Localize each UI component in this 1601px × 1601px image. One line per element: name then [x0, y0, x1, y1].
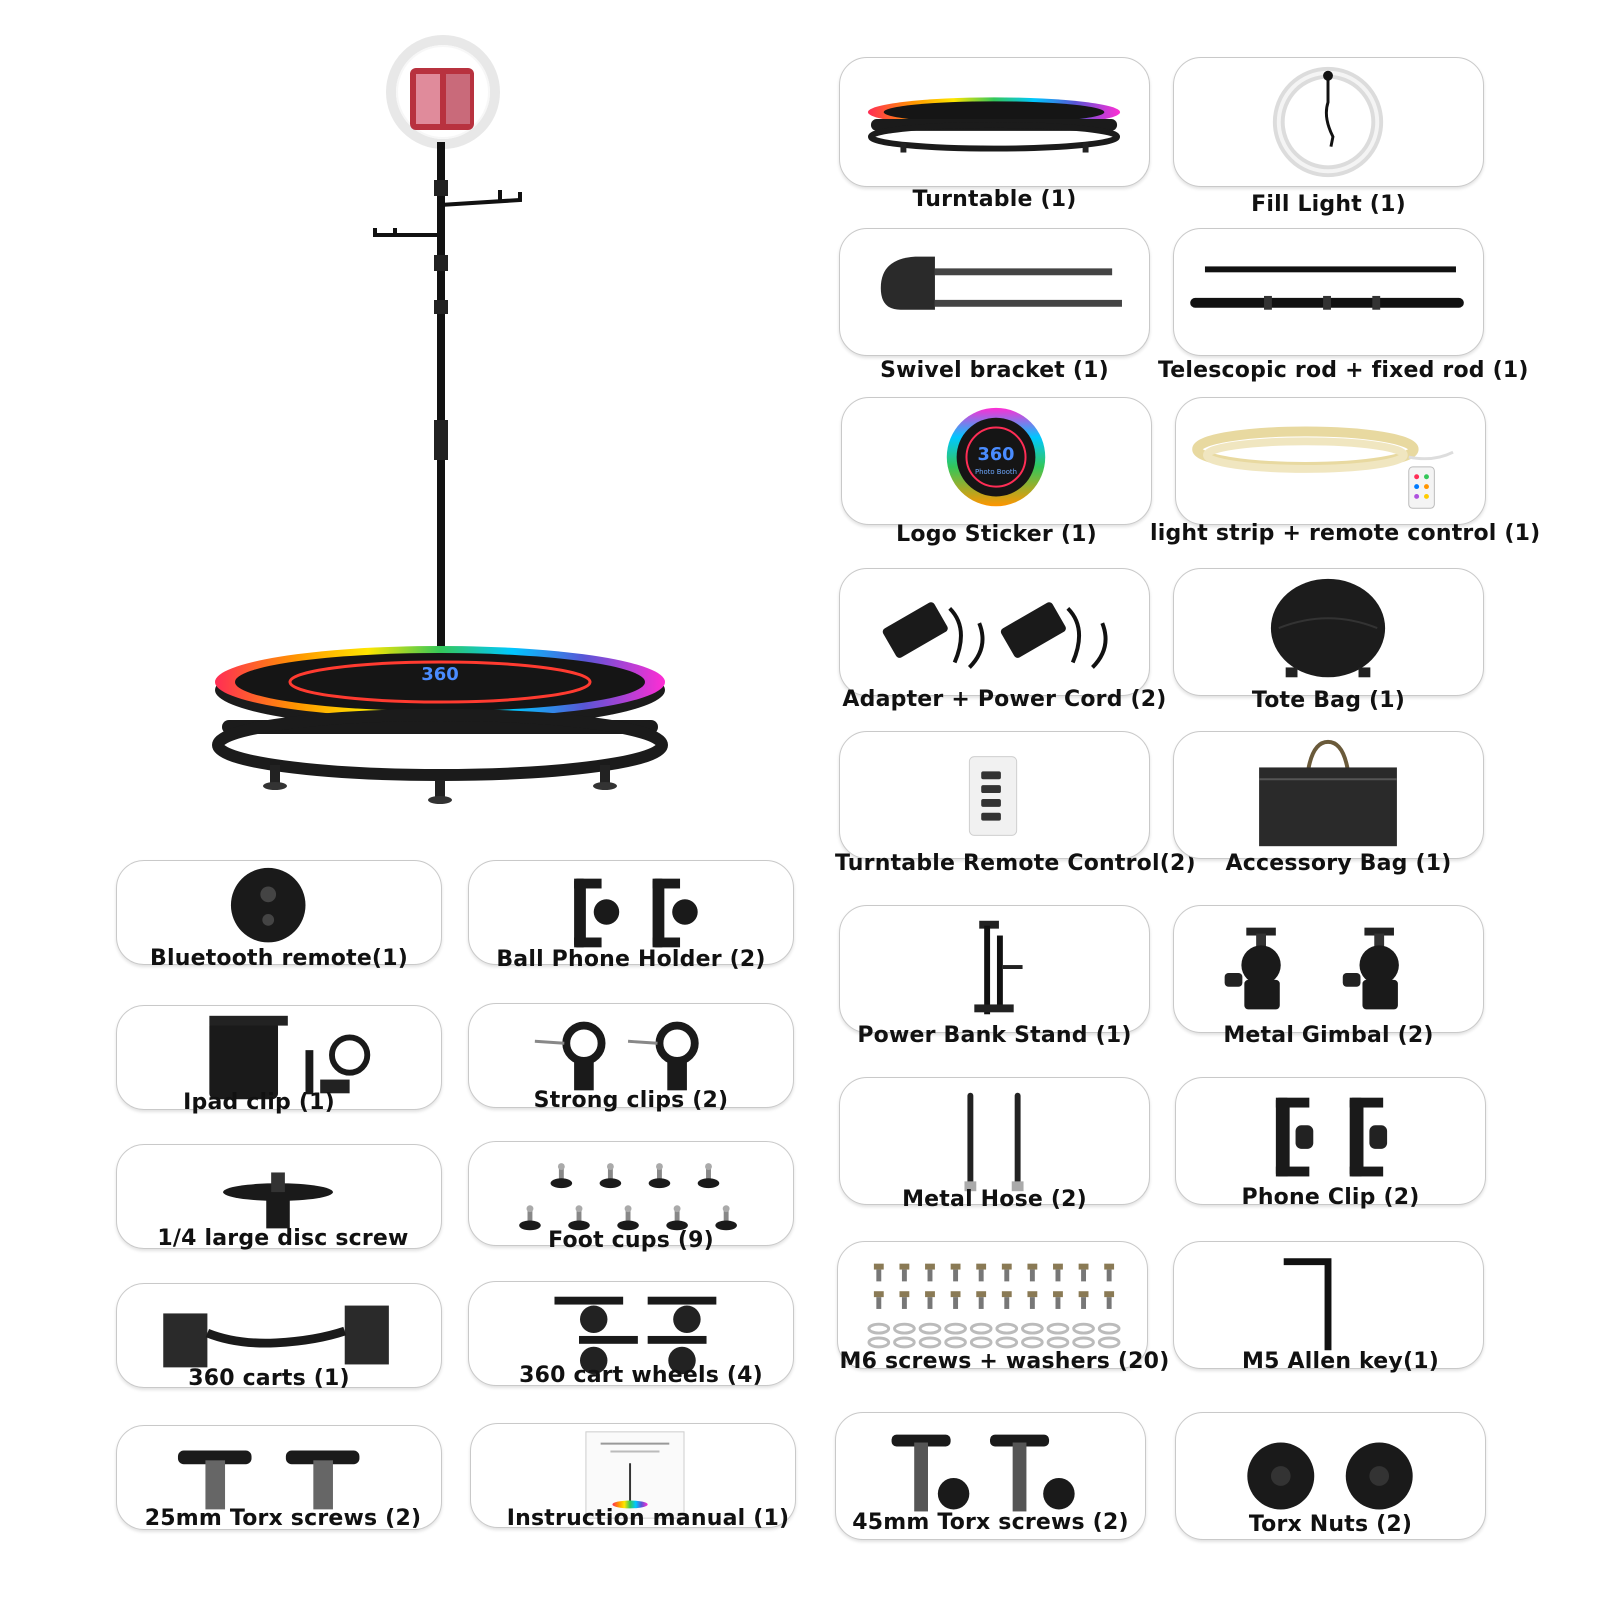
m5-allen-key-label: M5 Allen key(1) [1242, 1349, 1439, 1374]
m6-screws-icon [867, 1263, 1121, 1349]
accessory-bag-label: Accessory Bag (1) [1225, 851, 1452, 876]
tote-bag-icon [1270, 578, 1386, 678]
swivel-bracket-icon [880, 256, 1122, 310]
metal-hose-label: Metal Hose (2) [902, 1187, 1087, 1212]
telescopic-rod-label: Telescopic rod + fixed rod (1) [1158, 358, 1529, 383]
instruction-manual-icon [585, 1431, 685, 1519]
strong-clips-label: Strong clips (2) [533, 1088, 729, 1113]
turntable-label: Turntable (1) [912, 187, 1077, 212]
strong-clips-icon [534, 1021, 699, 1091]
phone-clip-label: Phone Clip (2) [1241, 1185, 1420, 1210]
phone-clip-card [1175, 1077, 1486, 1205]
ball-phone-holder-icon [574, 878, 698, 948]
disc-screw-icon [223, 1172, 333, 1229]
turntable-card [839, 57, 1150, 187]
tote-bag-label: Tote Bag (1) [1251, 688, 1406, 713]
metal-hose-icon [964, 1092, 1024, 1192]
bluetooth-remote-card [116, 860, 442, 965]
ipad-clip-label: Ipad clip (1) [183, 1090, 335, 1115]
torx-25-card [116, 1425, 442, 1530]
logo-sticker-label: Logo Sticker (1) [896, 522, 1097, 547]
bluetooth-remote-label: Bluetooth remote(1) [150, 946, 408, 971]
adapter-label: Adapter + Power Cord (2) [842, 687, 1167, 712]
disc-screw-card [116, 1144, 442, 1249]
allen-key-icon [1283, 1258, 1332, 1351]
telescopic-rod-icon [1190, 266, 1464, 310]
foot-cups-label: Foot cups (9) [548, 1228, 714, 1253]
m6-screws-card [837, 1241, 1148, 1369]
power-bank-stand-card [839, 905, 1150, 1033]
accessory-bag-icon [1259, 739, 1397, 847]
torx-45-label: 45mm Torx screws (2) [852, 1510, 1129, 1535]
logo-sticker-card: 360 Photo Booth [841, 397, 1152, 525]
power-bank-stand-icon [974, 920, 1023, 1015]
light-strip-icon [1192, 426, 1454, 509]
torx-45-card [835, 1412, 1146, 1540]
metal-gimbal-label: Metal Gimbal (2) [1223, 1023, 1434, 1048]
bluetooth-remote-icon [230, 867, 306, 943]
phone-clip-icon [1275, 1097, 1388, 1177]
disc-screw-label: 1/4 large disc screw [157, 1226, 409, 1251]
m6-screws-label: M6 screws + washers (20) [839, 1349, 1170, 1374]
foot-cups-icon [519, 1163, 737, 1231]
metal-hose-card [839, 1077, 1150, 1205]
torx-nuts-card [1175, 1412, 1486, 1540]
turntable-icon [867, 97, 1121, 153]
cart-wheels-icon [554, 1296, 717, 1375]
torx-screws-45-icon [891, 1434, 1075, 1512]
tote-bag-card [1173, 568, 1484, 696]
telescopic-rod-card [1173, 228, 1484, 356]
adapter-card [839, 568, 1150, 696]
cart-wheels-label: 360 cart wheels (4) [519, 1363, 763, 1388]
metal-gimbal-icon [1224, 927, 1399, 1010]
m5-allen-key-card [1173, 1241, 1484, 1369]
light-strip-card [1175, 397, 1486, 525]
ipad-clip-card [116, 1005, 442, 1110]
ipad-clip-icon [209, 1015, 371, 1100]
carts-360-label: 360 carts (1) [188, 1366, 350, 1391]
ring-light-icon [1272, 66, 1384, 178]
cart-wheels-card [468, 1281, 794, 1386]
accessory-bag-card [1173, 731, 1484, 859]
instruction-manual-label: Instruction manual (1) [506, 1506, 790, 1531]
torx-25-label: 25mm Torx screws (2) [144, 1506, 422, 1531]
fill-light-label: Fill Light (1) [1251, 192, 1406, 217]
ball-phone-holder-card [468, 860, 794, 965]
instruction-manual-card [470, 1423, 796, 1528]
light-strip-label: light strip + remote control (1) [1150, 521, 1541, 546]
torx-nuts-icon [1247, 1442, 1413, 1510]
torx-screws-25-icon [177, 1450, 360, 1510]
foot-cups-card [468, 1141, 794, 1246]
sticker-logo-text: 360 [978, 445, 1015, 465]
power-bank-stand-label: Power Bank Stand (1) [857, 1023, 1132, 1048]
turntable-remote-icon [968, 756, 1018, 836]
swivel-bracket-label: Swivel bracket (1) [880, 358, 1109, 383]
metal-gimbal-card [1173, 905, 1484, 1033]
ball-phone-holder-label: Ball Phone Holder (2) [496, 947, 766, 972]
turntable-remote-card [839, 731, 1150, 859]
logo-sticker-icon: 360 Photo Booth [946, 407, 1046, 507]
sticker-logo-subtext: Photo Booth [975, 468, 1017, 476]
turntable-remote-label: Turntable Remote Control(2) [835, 851, 1196, 876]
photo-booth-hero-image: 360 [200, 30, 680, 830]
torx-nuts-label: Torx Nuts (2) [1248, 1512, 1413, 1537]
power-adapter-icon [882, 602, 1108, 669]
strong-clips-card [468, 1003, 794, 1108]
cart-frame-icon [163, 1305, 389, 1368]
swivel-bracket-card [839, 228, 1150, 356]
carts-360-card [116, 1283, 442, 1388]
hero-logo-text: 360 [421, 664, 459, 685]
fill-light-card [1173, 57, 1484, 187]
